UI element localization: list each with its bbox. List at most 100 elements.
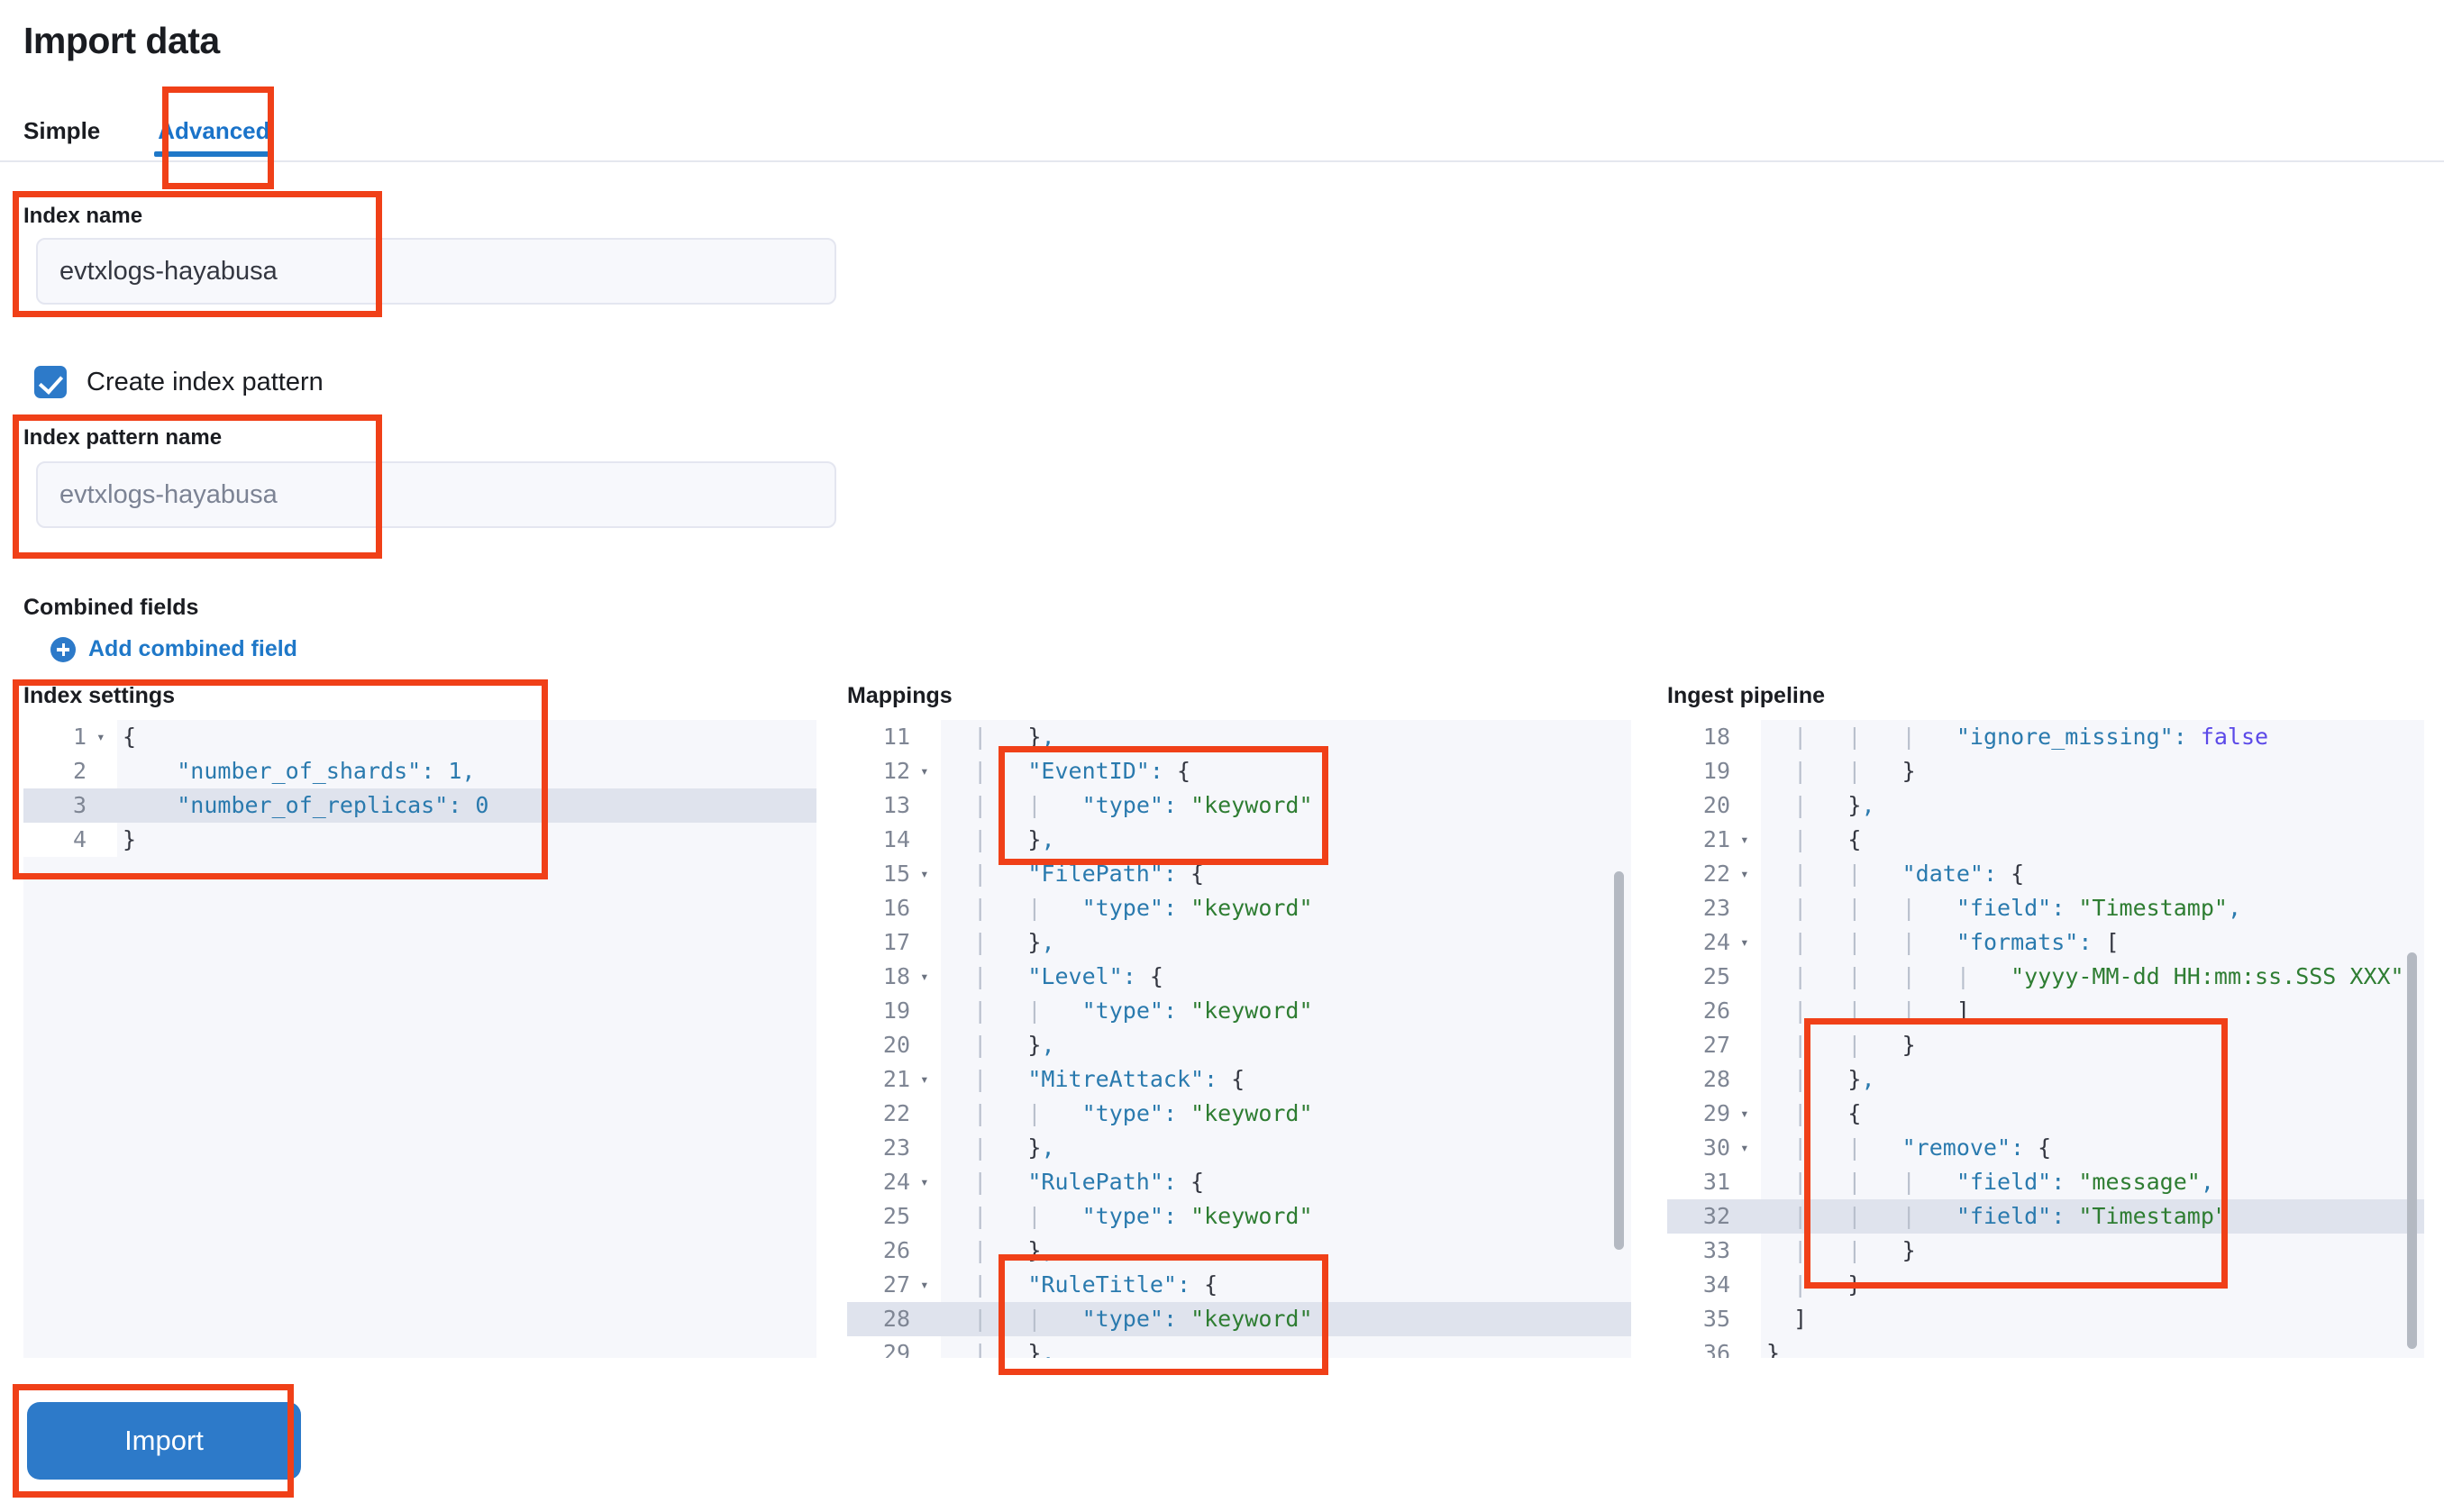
code-text: | | "remove": {: [1793, 1134, 2052, 1161]
fold-caret-icon[interactable]: ▾: [94, 720, 117, 754]
line-number: 25: [847, 1199, 917, 1234]
line-number: 15: [847, 857, 917, 891]
import-button[interactable]: Import: [27, 1402, 301, 1480]
code-line: 23 | | | "field": "Timestamp",: [1667, 891, 2424, 925]
line-number: 20: [1667, 788, 1737, 823]
code-text: | | }: [1793, 758, 1916, 784]
add-combined-field-button[interactable]: Add combined field: [50, 636, 297, 662]
index-name-label: Index name: [23, 204, 143, 228]
fold-spacer: [917, 720, 941, 754]
mappings-title: Mappings: [847, 683, 953, 708]
fold-spacer: [917, 1302, 941, 1336]
code-line: 23 | },: [847, 1131, 1631, 1165]
plus-circle-icon: [50, 636, 76, 662]
create-index-pattern-checkbox[interactable]: [34, 366, 67, 398]
code-text: ]: [1793, 1306, 1808, 1332]
ingest-pipeline-scrollbar[interactable]: [2407, 952, 2417, 1349]
code-line: 33 | | }: [1667, 1234, 2424, 1268]
mappings-scrollbar[interactable]: [1614, 871, 1624, 1250]
fold-spacer: [917, 1234, 941, 1268]
code-text: | | "type": "keyword": [973, 1306, 1313, 1332]
index-name-input[interactable]: evtxlogs-hayabusa: [36, 238, 836, 305]
code-text: | }: [1793, 1271, 1862, 1298]
code-line: 3 "number_of_replicas": 0: [23, 788, 816, 823]
code-text: | | | ]: [1793, 997, 1970, 1024]
code-text: | },: [973, 1032, 1055, 1058]
fold-spacer: [1737, 788, 1761, 823]
fold-caret-icon[interactable]: ▾: [917, 1268, 941, 1302]
fold-caret-icon[interactable]: ▾: [1737, 823, 1761, 857]
fold-caret-icon[interactable]: ▾: [1737, 1131, 1761, 1165]
code-text: | | | "ignore_missing": false: [1793, 724, 2269, 750]
line-number: 21: [847, 1062, 917, 1097]
fold-spacer: [917, 1028, 941, 1062]
code-text: | | | "field": "message",: [1793, 1169, 2214, 1195]
line-number: 26: [847, 1234, 917, 1268]
code-line: 12▾ | "EventID": {: [847, 754, 1631, 788]
ingest-pipeline-title: Ingest pipeline: [1667, 683, 1826, 708]
code-text: | | "type": "keyword": [973, 1203, 1313, 1229]
code-text: | "Level": {: [973, 963, 1163, 989]
line-number: 13: [847, 788, 917, 823]
code-text: | },: [973, 724, 1055, 750]
tab-bar: Simple Advanced: [23, 99, 296, 157]
code-line: 32 | | | "field": "Timestamp": [1667, 1199, 2424, 1234]
code-text: | "MitreAttack": {: [973, 1066, 1245, 1092]
code-line: 15▾ | "FilePath": {: [847, 857, 1631, 891]
code-line: 26 | },: [847, 1234, 1631, 1268]
line-number: 27: [1667, 1028, 1737, 1062]
code-text: | {: [1793, 826, 1862, 852]
line-number: 22: [847, 1097, 917, 1131]
line-number: 18: [847, 960, 917, 994]
mappings-editor[interactable]: 11 | },12▾ | "EventID": {13 | | "type": …: [847, 720, 1631, 1358]
code-text: }: [1766, 1340, 1781, 1358]
code-text: | | "type": "keyword": [973, 1100, 1313, 1126]
code-text: | },: [973, 826, 1055, 852]
line-number: 18: [1667, 720, 1737, 754]
combined-fields-label: Combined fields: [23, 595, 199, 620]
fold-spacer: [1737, 1268, 1761, 1302]
code-text: "number_of_shards": 1,: [177, 758, 476, 784]
fold-spacer: [917, 891, 941, 925]
line-number: 12: [847, 754, 917, 788]
fold-caret-icon[interactable]: ▾: [917, 857, 941, 891]
code-text: {: [123, 724, 137, 750]
line-number: 20: [847, 1028, 917, 1062]
line-number: 2: [23, 754, 94, 788]
line-number: 25: [1667, 960, 1737, 994]
fold-caret-icon[interactable]: ▾: [1737, 857, 1761, 891]
line-number: 3: [23, 788, 94, 823]
code-line: 25 | | "type": "keyword": [847, 1199, 1631, 1234]
tab-simple[interactable]: Simple: [23, 117, 101, 144]
fold-spacer: [1737, 1199, 1761, 1234]
line-number: 4: [23, 823, 94, 857]
code-line: 24▾ | | | "formats": [: [1667, 925, 2424, 960]
code-text: | | | "formats": [: [1793, 929, 2120, 955]
fold-caret-icon[interactable]: ▾: [1737, 925, 1761, 960]
code-text: | "EventID": {: [973, 758, 1191, 784]
fold-caret-icon[interactable]: ▾: [917, 1062, 941, 1097]
fold-caret-icon[interactable]: ▾: [917, 1165, 941, 1199]
index-settings-editor[interactable]: 1▾{2 "number_of_shards": 1,3 "number_of_…: [23, 720, 816, 1358]
line-number: 27: [847, 1268, 917, 1302]
index-pattern-name-input[interactable]: evtxlogs-hayabusa: [36, 461, 836, 528]
fold-caret-icon[interactable]: ▾: [917, 754, 941, 788]
add-combined-field-label: Add combined field: [88, 636, 297, 661]
index-settings-title: Index settings: [23, 683, 176, 708]
code-line: 36}: [1667, 1336, 2424, 1358]
code-line: 4}: [23, 823, 816, 857]
create-index-pattern-label: Create index pattern: [87, 367, 324, 396]
tab-advanced[interactable]: Advanced: [132, 119, 295, 157]
line-number: 36: [1667, 1336, 1737, 1358]
fold-spacer: [94, 823, 117, 857]
code-line: 11 | },: [847, 720, 1631, 754]
fold-caret-icon[interactable]: ▾: [917, 960, 941, 994]
create-index-pattern-row[interactable]: Create index pattern: [34, 366, 324, 398]
fold-spacer: [1737, 720, 1761, 754]
line-number: 31: [1667, 1165, 1737, 1199]
fold-spacer: [917, 994, 941, 1028]
code-line: 17 | },: [847, 925, 1631, 960]
fold-caret-icon[interactable]: ▾: [1737, 1097, 1761, 1131]
code-line: 16 | | "type": "keyword": [847, 891, 1631, 925]
